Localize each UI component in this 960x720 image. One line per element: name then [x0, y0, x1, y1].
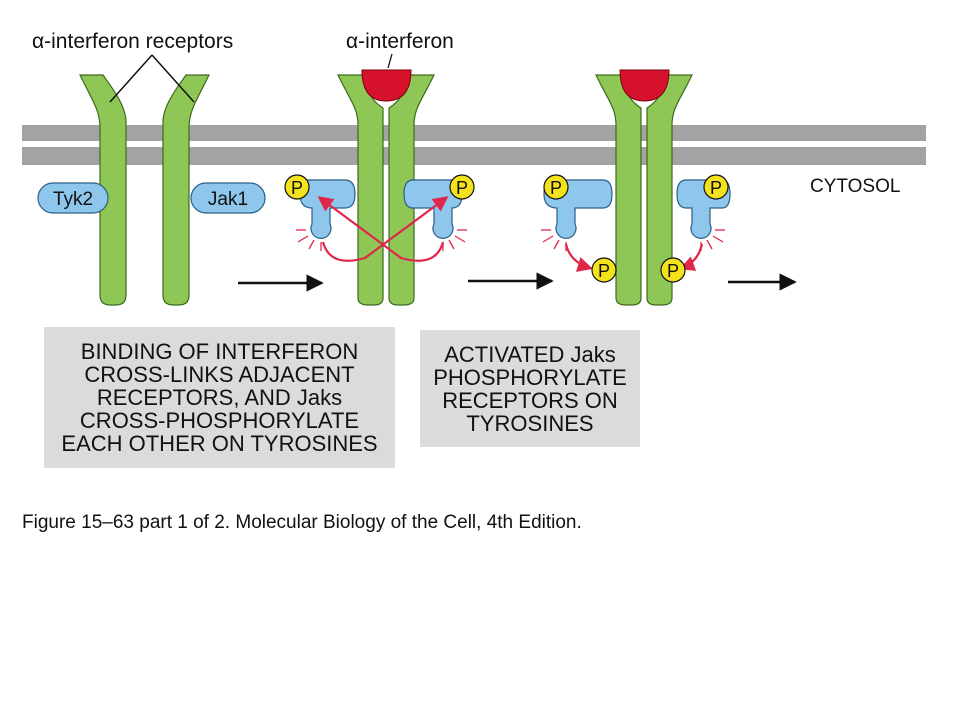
cytosol-label: CYTOSOL	[810, 176, 900, 197]
receptor-callout-right	[151, 54, 195, 103]
phosphate-jak-right	[449, 174, 475, 200]
phosphate-jak-right-stage3	[703, 174, 729, 200]
caption-line: EACH OTHER ON TYROSINES	[61, 431, 378, 456]
phosphate-receptor-left	[591, 257, 617, 283]
phosphate-label: P	[291, 178, 303, 198]
phosphate-jak-left	[284, 174, 310, 200]
ligand-callout	[387, 53, 393, 69]
phospho-arrow-right	[679, 243, 704, 271]
caption-line: ACTIVATED Jaks	[444, 341, 616, 367]
receptor-left-bound	[337, 74, 384, 306]
receptor-left-phospho	[595, 74, 642, 306]
phosphate-label: P	[456, 178, 468, 198]
phosphate-label: P	[667, 261, 679, 281]
tyk2-label: Tyk2	[53, 189, 93, 210]
cross-arrow-right-to-left	[317, 196, 445, 262]
receptor-callout-left	[109, 54, 153, 103]
stage-1-receptors: Tyk2 Jak1	[37, 54, 266, 306]
phosphate-jak-left-stage3	[543, 174, 569, 200]
jak1-kinase	[190, 182, 266, 214]
caption-line: TYROSINES	[466, 410, 594, 436]
caption-step-1: BINDING OF INTERFERON CROSS-LINKS ADJACE…	[44, 327, 395, 468]
caption-step-2: ACTIVATED Jaks PHOSPHORYLATE RECEPTORS O…	[420, 330, 640, 447]
phosphate-label: P	[710, 178, 722, 198]
caption-line: PHOSPHORYLATE	[433, 364, 627, 390]
caption-line: CROSS-PHOSPHORYLATE	[79, 408, 360, 433]
phosphate-label: P	[550, 178, 562, 198]
activation-burst-right	[442, 229, 467, 251]
ligand-label: α-interferon	[346, 30, 454, 53]
phosphate-label: P	[598, 261, 610, 281]
receptors-label: α-interferon receptors	[32, 30, 233, 53]
phosphate-receptor-right	[660, 257, 686, 283]
figure-caption: Figure 15–63 part 1 of 2. Molecular Biol…	[22, 512, 582, 533]
interferon-ligand-1	[361, 69, 412, 102]
stage-2-crosslinked: P P	[284, 53, 475, 306]
jak1-label: Jak1	[208, 189, 248, 210]
cross-arrow-left-to-right	[321, 196, 449, 262]
interferon-ligand-2	[619, 69, 670, 102]
stage-3-phosphorylated: P P P P	[541, 69, 731, 306]
caption-line: RECEPTORS, AND Jaks	[96, 385, 343, 410]
caption-line: BINDING OF INTERFERON	[80, 339, 359, 364]
tyk2-kinase	[37, 182, 109, 214]
phospho-arrow-left	[564, 243, 593, 272]
caption-line: CROSS-LINKS ADJACENT	[84, 362, 355, 387]
activation-burst-left	[296, 229, 322, 251]
plasma-membrane	[22, 125, 926, 165]
receptor-right-phospho	[646, 74, 693, 306]
caption-line: RECEPTORS ON	[442, 387, 618, 413]
receptor-right	[162, 74, 210, 306]
